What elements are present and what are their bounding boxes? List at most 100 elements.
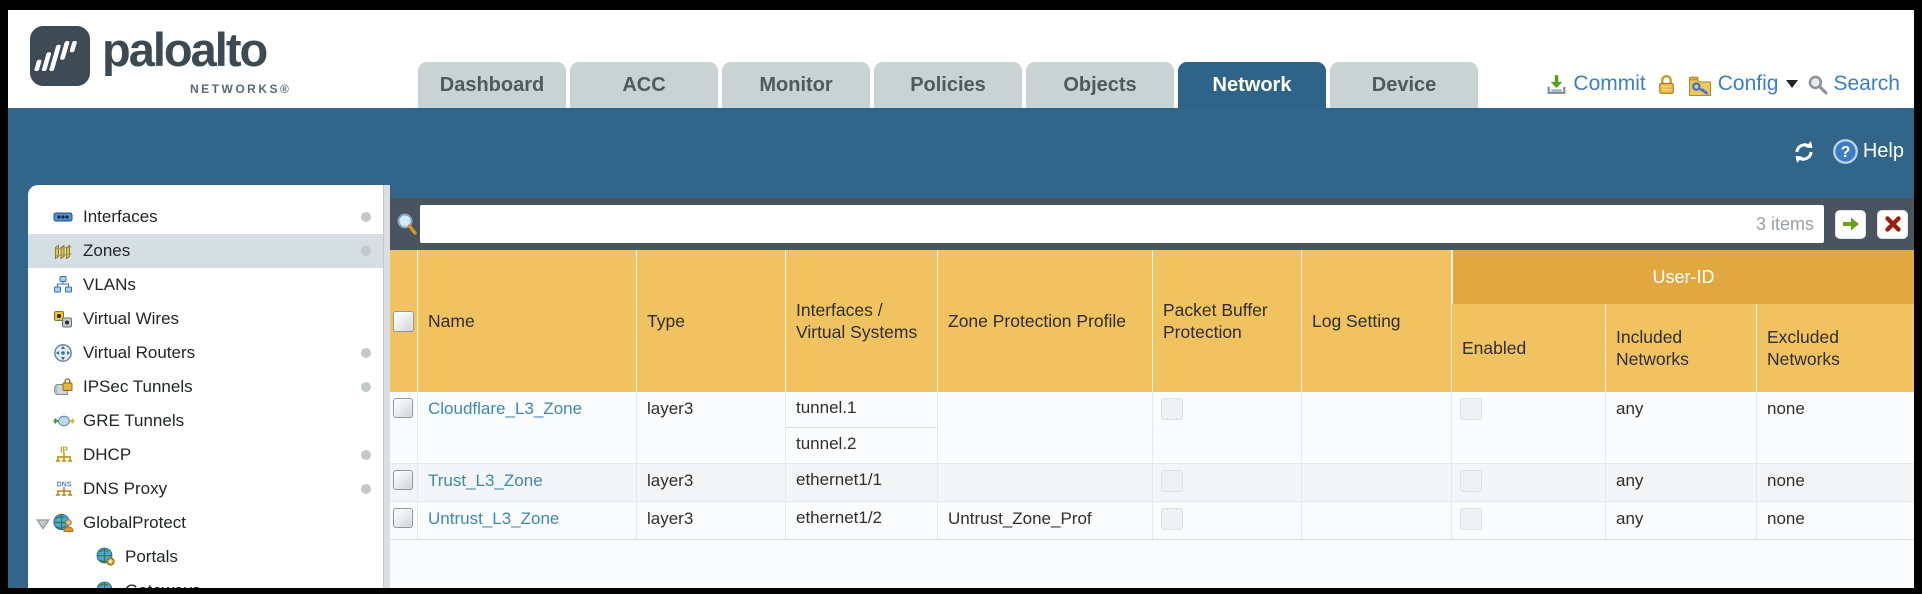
zone-type-cell: layer3 bbox=[637, 502, 786, 539]
sidebar-item-vlans[interactable]: VLANs bbox=[28, 268, 383, 302]
filter-magnifier-icon bbox=[397, 213, 417, 235]
sidebar-item-gateways[interactable]: Gateways bbox=[28, 574, 383, 588]
tab-device[interactable]: Device bbox=[1330, 62, 1478, 108]
green-arrow-icon bbox=[1842, 217, 1859, 231]
sidebar-item-gre-tunnels[interactable]: GRE Tunnels bbox=[28, 404, 383, 438]
packet-buffer-checkbox[interactable] bbox=[1161, 508, 1183, 530]
sidebar-item-label: GlobalProtect bbox=[83, 513, 186, 532]
zone-name-cell: Trust_L3_Zone bbox=[418, 464, 637, 501]
col-header-interfaces[interactable]: Interfaces / Virtual Systems bbox=[786, 250, 938, 392]
search-icon bbox=[1809, 75, 1828, 94]
zone-protection-cell bbox=[938, 392, 1153, 463]
packet-buffer-checkbox[interactable] bbox=[1161, 470, 1183, 492]
sidebar-item-globalprotect[interactable]: GlobalProtect bbox=[28, 506, 383, 540]
included-networks-cell: any bbox=[1606, 502, 1757, 539]
refresh-icon[interactable] bbox=[1790, 139, 1818, 165]
user-id-enabled-checkbox[interactable] bbox=[1460, 398, 1482, 420]
items-count: 3 items bbox=[1755, 213, 1814, 234]
select-all-checkbox[interactable] bbox=[393, 310, 414, 332]
packet-buffer-checkbox[interactable] bbox=[1161, 398, 1183, 420]
col-header-packet-buffer[interactable]: Packet Buffer Protection bbox=[1153, 250, 1302, 392]
user-id-enabled-checkbox[interactable] bbox=[1460, 470, 1482, 492]
col-header-name[interactable]: Name bbox=[418, 250, 637, 392]
red-x-icon bbox=[1884, 216, 1901, 232]
user-id-enabled-cell bbox=[1452, 392, 1606, 463]
interfaces-icon bbox=[52, 206, 76, 228]
sidebar-item-label: Interfaces bbox=[83, 207, 158, 226]
zone-name-cell: Untrust_L3_Zone bbox=[418, 502, 637, 539]
log-setting-cell bbox=[1302, 502, 1452, 539]
brand-name: paloalto bbox=[102, 23, 268, 76]
sidebar-item-ipsec-tunnels[interactable]: IPSec Tunnels bbox=[28, 370, 383, 404]
sidebar-item-virtual-wires[interactable]: Virtual Wires bbox=[28, 302, 383, 336]
sidebar-item-interfaces[interactable]: Interfaces bbox=[28, 200, 383, 234]
help-button[interactable]: ? Help bbox=[1832, 138, 1904, 165]
user-id-enabled-checkbox[interactable] bbox=[1460, 508, 1482, 530]
excluded-networks-cell: none bbox=[1767, 509, 1805, 528]
sidebar-item-zones[interactable]: Zones bbox=[28, 234, 383, 268]
sidebar-item-label: Zones bbox=[83, 241, 131, 260]
expander-triangle-icon[interactable] bbox=[36, 516, 50, 530]
globalprotect-icon bbox=[52, 512, 76, 534]
zone-name-link[interactable]: Untrust_L3_Zone bbox=[428, 509, 560, 528]
tab-network[interactable]: Network bbox=[1178, 62, 1326, 108]
zone-protection-cell bbox=[938, 464, 1153, 501]
tab-policies[interactable]: Policies bbox=[874, 62, 1022, 108]
select-all-cell bbox=[390, 250, 418, 392]
tab-dashboard[interactable]: Dashboard bbox=[418, 62, 566, 108]
pane-splitter[interactable] bbox=[383, 185, 390, 588]
col-header-excluded-networks[interactable]: Excluded Networks bbox=[1767, 326, 1840, 369]
interface-entry: tunnel.1 bbox=[786, 392, 937, 428]
col-header-type[interactable]: Type bbox=[637, 250, 786, 392]
status-dot bbox=[361, 484, 371, 494]
included-networks-cell: any bbox=[1606, 464, 1757, 501]
lock-icon[interactable] bbox=[1655, 73, 1678, 96]
included-networks-cell: any bbox=[1606, 392, 1757, 463]
packet-buffer-cell bbox=[1153, 464, 1302, 501]
paloalto-logo: paloalto NETWORKS® bbox=[30, 20, 300, 104]
col-header-zone-protection[interactable]: Zone Protection Profile bbox=[938, 250, 1153, 392]
zone-name-link[interactable]: Trust_L3_Zone bbox=[428, 471, 543, 490]
dns-proxy-icon: DNS bbox=[52, 478, 76, 500]
config-menu[interactable]: Config bbox=[1687, 72, 1799, 96]
col-header-enabled[interactable]: Enabled bbox=[1452, 250, 1606, 392]
clear-filter-button[interactable] bbox=[1877, 209, 1908, 239]
apply-filter-button[interactable] bbox=[1835, 209, 1866, 239]
log-setting-cell bbox=[1302, 392, 1452, 463]
svg-text:?: ? bbox=[1841, 144, 1851, 161]
commit-button[interactable]: Commit bbox=[1545, 72, 1646, 96]
row-checkbox[interactable] bbox=[393, 508, 413, 528]
sidebar-item-dns-proxy[interactable]: DNS DNS Proxy bbox=[28, 472, 383, 506]
interfaces-cell: ethernet1/1 bbox=[786, 464, 938, 501]
tab-monitor[interactable]: Monitor bbox=[722, 62, 870, 108]
search-button[interactable]: Search bbox=[1807, 72, 1900, 96]
interface-entry: ethernet1/1 bbox=[796, 470, 883, 489]
filter-input[interactable] bbox=[420, 205, 1824, 243]
sidebar-item-virtual-routers[interactable]: Virtual Routers bbox=[28, 336, 383, 370]
interfaces-cell: ethernet1/2 bbox=[786, 502, 938, 539]
sidebar-item-label: DNS Proxy bbox=[83, 479, 168, 498]
sidebar-item-label: VLANs bbox=[83, 275, 136, 294]
zone-name-link[interactable]: Cloudflare_L3_Zone bbox=[428, 399, 583, 418]
status-dot bbox=[361, 348, 371, 358]
status-dot bbox=[361, 212, 371, 222]
sidebar-item-label: Portals bbox=[125, 547, 178, 566]
row-checkbox[interactable] bbox=[393, 398, 413, 418]
interface-entry: ethernet1/2 bbox=[796, 508, 883, 527]
sidebar-item-portals[interactable]: Portals bbox=[28, 540, 383, 574]
sidebar-item-label: Gateways bbox=[125, 581, 201, 588]
row-select-cell bbox=[390, 502, 418, 539]
col-header-included-networks[interactable]: Included Networks bbox=[1606, 250, 1757, 392]
tab-objects[interactable]: Objects bbox=[1026, 62, 1174, 108]
table-header: Name Type Interfaces / Virtual Systems Z… bbox=[390, 250, 1914, 392]
col-header-log-setting[interactable]: Log Setting bbox=[1302, 250, 1452, 392]
brand-subtitle: NETWORKS® bbox=[190, 82, 292, 96]
tab-acc[interactable]: ACC bbox=[570, 62, 718, 108]
row-checkbox[interactable] bbox=[393, 470, 413, 490]
